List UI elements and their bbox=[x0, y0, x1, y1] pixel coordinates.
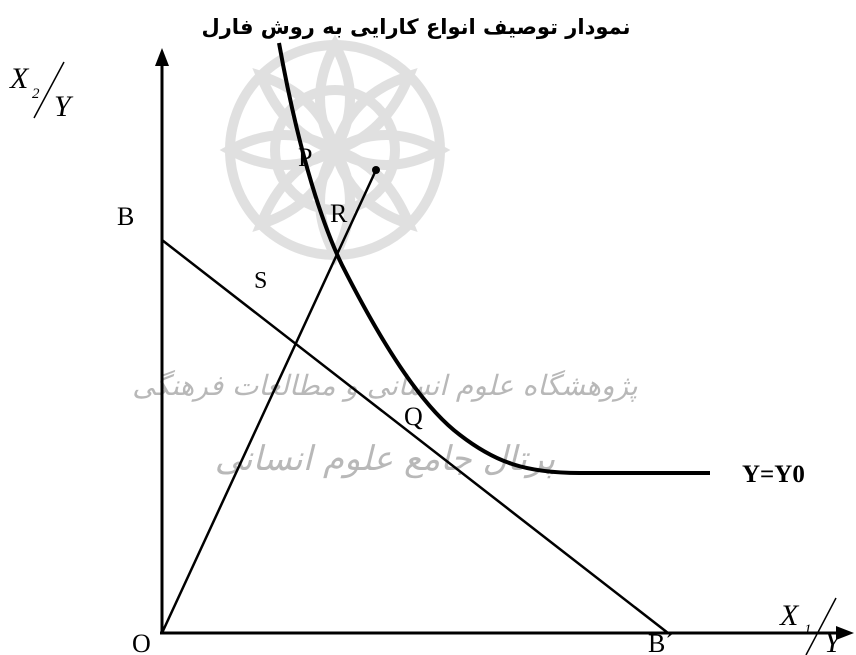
ray-from-origin bbox=[160, 169, 378, 634]
label-s: S bbox=[254, 268, 267, 294]
isoquant-curve bbox=[277, 42, 710, 475]
svg-text:2: 2 bbox=[32, 86, 40, 102]
svg-text:Y: Y bbox=[824, 626, 844, 655]
label-b: B bbox=[117, 202, 134, 231]
label-q: Q bbox=[404, 402, 423, 431]
label-b-prime: B´ bbox=[648, 629, 674, 655]
watermark-line-1: پژوهشگاه علوم انسانی و مطالعات فرهنگی bbox=[132, 369, 638, 402]
y-axis-label: X 2 Y bbox=[9, 61, 74, 123]
svg-text:1: 1 bbox=[804, 622, 812, 638]
label-p: P bbox=[298, 143, 312, 172]
ray-end-point bbox=[372, 166, 380, 174]
x-axis-label: X 1 Y bbox=[779, 597, 844, 655]
watermark-emblem bbox=[219, 34, 451, 266]
svg-text:X: X bbox=[9, 62, 30, 95]
svg-text:Y: Y bbox=[54, 90, 74, 123]
label-r: R bbox=[330, 199, 348, 228]
isocost-line bbox=[161, 239, 669, 634]
y-axis-arrowhead bbox=[155, 48, 169, 66]
isoquant-label: Y=Y0 bbox=[742, 461, 805, 488]
x-axis-arrowhead bbox=[836, 626, 854, 640]
label-origin: O bbox=[132, 629, 151, 655]
chart-title: نمودار توصیف انواع کارایی به روش فارل bbox=[202, 15, 631, 39]
svg-text:X: X bbox=[779, 599, 800, 632]
